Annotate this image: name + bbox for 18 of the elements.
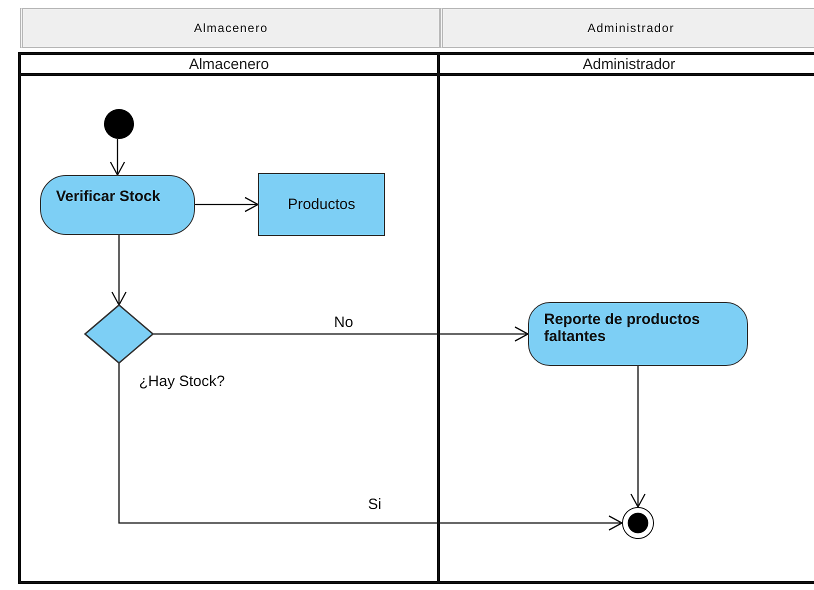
arrow (111, 235, 127, 306)
action-node: Verificar Stock (40, 175, 195, 235)
lane-title: Administrador (582, 56, 676, 73)
decision-label: ¿Hay Stock? (138, 373, 226, 390)
arrow (195, 196, 259, 212)
arrow (153, 326, 529, 342)
lane-title: Almacenero (188, 56, 270, 73)
lane-header: Administrador (440, 8, 814, 48)
final-node (622, 507, 654, 539)
swimlane (18, 52, 440, 584)
swimlane (437, 52, 814, 584)
arrow (630, 366, 646, 508)
action-node: Reporte de productos faltantes (528, 302, 748, 366)
initial-node (104, 109, 134, 139)
lane-header: Almacenero (20, 8, 440, 48)
object-node: Productos (258, 173, 385, 236)
arrow (118, 363, 623, 531)
arrow (110, 139, 126, 176)
